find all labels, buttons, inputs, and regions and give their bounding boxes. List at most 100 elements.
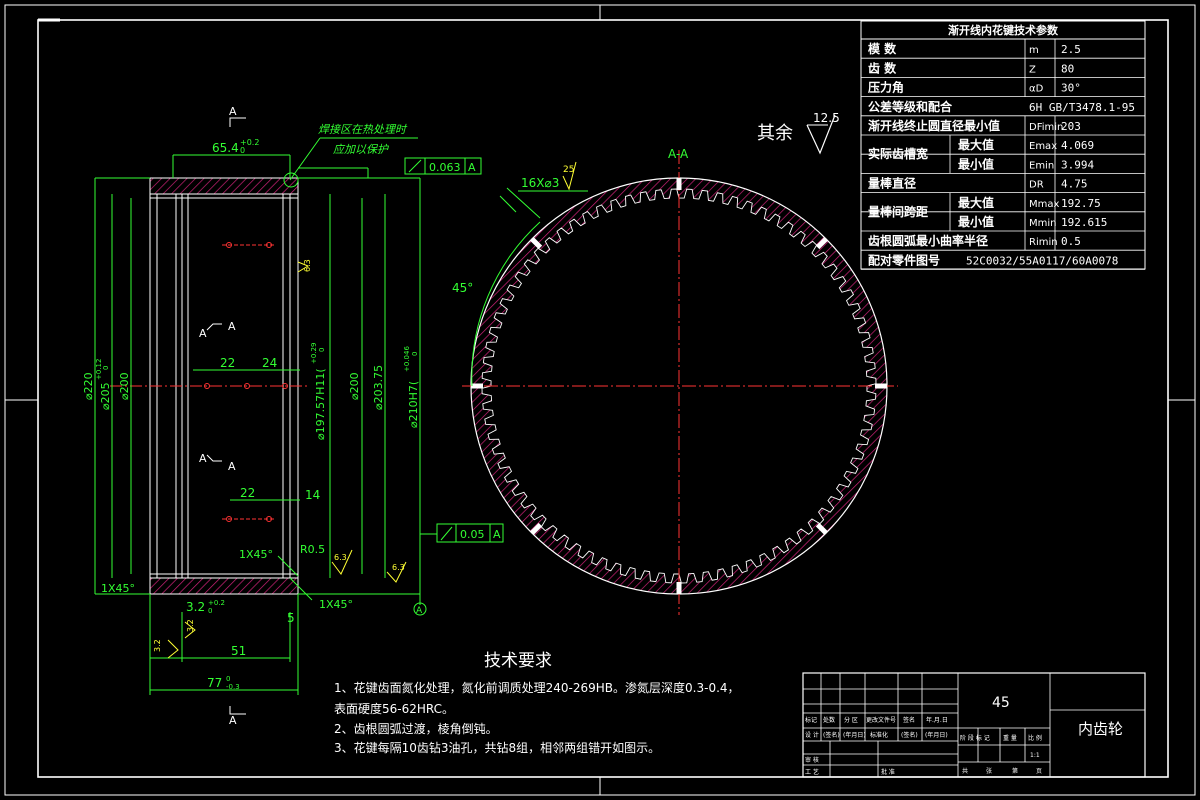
spec-row-value: 0.5	[1061, 235, 1081, 248]
spec-row-symbol: DR	[1029, 180, 1044, 191]
title-ratio: 比 例	[1028, 734, 1042, 742]
title-stage: 阶 段 标 记	[960, 734, 990, 742]
dim-d197-tol2: 0	[318, 348, 326, 352]
title-material: 45	[992, 695, 1010, 711]
spec-row-label: 量棒直径	[868, 176, 916, 191]
dim-d205-tol: +0.12	[95, 359, 103, 380]
spec-row-value: 3.994	[1061, 158, 1094, 171]
spec-row-symbol: Emax	[1029, 141, 1057, 152]
dim-d210-tol: +0.046	[403, 346, 411, 372]
note-heat: 焊接区在热处理时	[318, 123, 408, 136]
oil-hole-marker	[282, 383, 288, 389]
dim-77-tol: 0	[226, 675, 230, 683]
title-sheet-4: 页	[1036, 768, 1042, 775]
tol-frame-1-ref: A	[468, 161, 476, 174]
section-mark-3: A	[199, 327, 207, 340]
spec-row-symbol: Mmin	[1029, 218, 1057, 229]
oil-hole	[530, 522, 543, 535]
dim-51: 51	[231, 644, 246, 658]
spec-row-symbol: Emin	[1029, 160, 1054, 171]
title-header-1: 标记	[805, 716, 817, 724]
tech-req-line-1: 1、花键齿面氮化处理，氮化前调质处理240-269HB。渗氮层深度0.3-0.4…	[334, 680, 740, 695]
rough-c: 6.3	[392, 563, 405, 572]
dim-5: 5	[287, 611, 295, 625]
spec-row-value: 6H GB/T3478.1-95	[1029, 101, 1135, 114]
dim-77-tol2: -0.3	[226, 683, 240, 691]
dim-d200a: ⌀200	[118, 372, 131, 400]
spec-group-span: 量棒间跨距	[868, 204, 928, 219]
dim-d203: ⌀203.75	[372, 365, 385, 410]
dim-14: 14	[305, 488, 320, 502]
spec-row-value: 30°	[1061, 82, 1081, 95]
spec-group-tooth-width: 实际齿槽宽	[868, 146, 928, 161]
spec-row-label: 最小值	[958, 214, 994, 229]
oil-hole	[815, 237, 828, 250]
spec-row-symbol: DFimin	[1029, 122, 1063, 133]
tech-req-line-2: 表面硬度56-62HRC。	[334, 701, 454, 716]
section-angle: 45°	[452, 281, 473, 295]
oil-hole	[530, 237, 543, 250]
roughness-other-label: 其余	[757, 123, 793, 144]
section-view: A-A 45° 16X⌀3 25	[452, 147, 898, 615]
title-design-3: (年月日)	[843, 731, 866, 739]
oil-hole-marker	[204, 383, 210, 389]
title-part-name: 内齿轮	[1078, 720, 1123, 738]
spec-row-value: 192.615	[1061, 216, 1107, 229]
note-protect: 应加以保护	[333, 143, 390, 156]
dim-d210-tol2: 0	[411, 352, 419, 356]
tech-req-line-4: 3、花键每隔10齿钻3油孔，共钻8组，相邻两组错开如图示。	[334, 740, 660, 755]
spec-row-label: 齿 数	[868, 60, 897, 75]
dim-3-2: 3.2	[186, 600, 205, 614]
section-view-label: A-A	[668, 147, 689, 161]
title-check: 审 核	[805, 756, 819, 764]
rough-b: 6.3	[334, 553, 347, 562]
tol-frame-2-value: 0.05	[460, 528, 485, 541]
left-view: 0.063 A 0.05 A A A A A A A 65.4 +0.2 0 焊…	[82, 105, 504, 727]
title-scale: 1:1	[1030, 752, 1040, 759]
section-mark-4: A	[228, 320, 236, 333]
title-weight: 重 量	[1003, 734, 1017, 742]
dim-d205-tol2: 0	[102, 366, 110, 370]
spec-row-symbol: Mmax	[1029, 199, 1059, 210]
title-header-2: 处数	[823, 716, 835, 724]
dim-r05: R0.5	[300, 543, 325, 556]
spec-row-label: 最小值	[958, 156, 994, 171]
chamfer-1: 1X45°	[101, 582, 135, 595]
section-mark-6: A	[228, 460, 236, 473]
spec-row-value: 80	[1061, 62, 1074, 75]
section-holes-rough: 25	[563, 165, 574, 175]
tol-frame-1: 0.063 A	[404, 157, 482, 175]
spec-row-value: 203	[1061, 120, 1081, 133]
section-mark-2: A	[229, 714, 237, 727]
title-design-6: (年月日)	[925, 731, 948, 739]
spec-row-label: 模 数	[868, 41, 897, 56]
spec-row-value: 4.069	[1061, 139, 1094, 152]
spec-row-symbol: Rimin	[1029, 237, 1058, 248]
roughness-other-value: 12.5	[813, 111, 840, 125]
title-sheet-2: 张	[986, 767, 992, 775]
title-approve: 批 准	[881, 768, 895, 776]
dim-24: 24	[262, 356, 277, 370]
oil-hole	[815, 522, 828, 535]
spec-row-label: 渐开线终止圆直径最小值	[868, 118, 1000, 133]
title-design-1: 设 计	[805, 731, 819, 739]
dim-top-width: 65.4	[212, 141, 239, 155]
spec-row-value: 192.75	[1061, 197, 1101, 210]
title-block-text: 45 内齿轮 1:1 标记 处数 分 区 更改文件号 签名 年.月.日 设 计 …	[805, 695, 1123, 776]
dim-top-width-tol: +0.2	[240, 138, 259, 147]
spec-row-label: 最大值	[958, 195, 994, 210]
technical-requirements: 技术要求 1、花键齿面氮化处理，氮化前调质处理240-269HB。渗氮层深度0.…	[334, 651, 740, 755]
spec-row-symbol: m	[1029, 45, 1039, 56]
title-design-4: 标准化	[870, 731, 888, 739]
spec-row-label: 齿根圆弧最小曲率半径	[868, 233, 988, 248]
spec-row-label: 压力角	[868, 80, 904, 95]
tech-req-line-3: 2、齿根圆弧过渡，棱角倒钝。	[334, 721, 498, 736]
section-mark-5: A	[199, 452, 207, 465]
dim-3-2-tol: +0.2	[208, 599, 225, 607]
section-mark-1: A	[229, 105, 237, 118]
tol-frame-2: 0.05 A	[420, 523, 504, 543]
spec-row-label: 配对零件图号	[868, 252, 940, 267]
spec-table-title: 渐开线内花键技术参数	[948, 23, 1059, 37]
